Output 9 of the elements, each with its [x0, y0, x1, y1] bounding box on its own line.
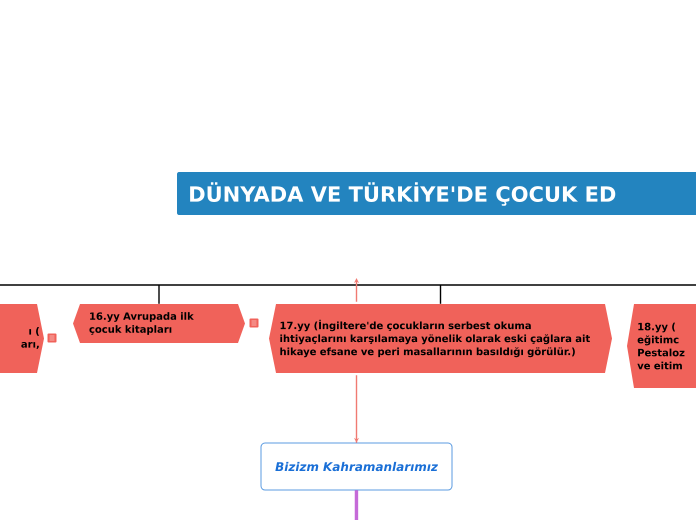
connector-line	[158, 285, 160, 304]
topic-box: 17.yy (İngiltere'de çocukların serbest okuma ihtiyaçlarını karşılamaya yönelik olarak eski çağlara ait hikaye efsane ve peri masallarının basıldığı görülür.)	[269, 304, 612, 373]
title-banner: DÜNYADA VE TÜRKİYE'DE ÇOCUK ED	[177, 172, 696, 215]
subtopic-box: Bizizm Kahramanlarımız	[260, 442, 452, 490]
topic-box: 18.yy ( eğitimc Pestaloz ve eitim	[627, 304, 696, 388]
connector-line	[440, 285, 442, 304]
connector-line	[354, 490, 358, 520]
topic-box: 16.yy Avrupada ilk çocuk kitapları	[73, 304, 245, 343]
topic-box: ı ( arı,	[0, 304, 44, 373]
